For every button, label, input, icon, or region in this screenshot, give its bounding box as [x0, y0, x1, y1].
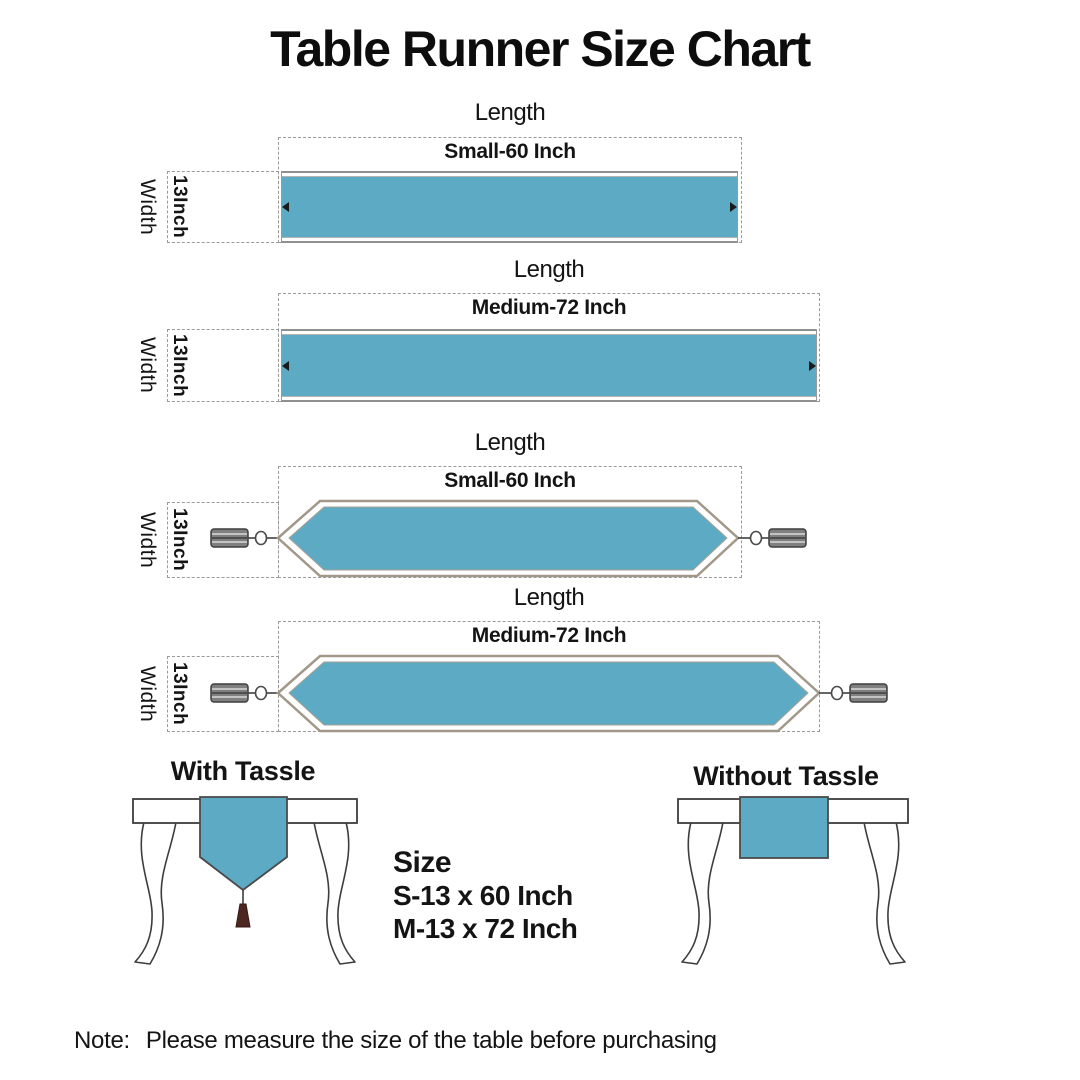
tassel-right-icon — [819, 683, 888, 703]
length-label: Length — [513, 256, 585, 283]
width-value-label: 13Inch — [169, 662, 190, 726]
width-value-label: 13Inch — [169, 175, 190, 239]
length-label: Length — [513, 584, 585, 611]
width-label: Width — [136, 178, 159, 236]
size-option: S-13 x 60 Inch — [393, 880, 573, 911]
table-legs — [134, 821, 356, 965]
size-heading: Size — [393, 846, 452, 879]
tassel-left-icon — [210, 528, 278, 548]
page-title: Table Runner Size Chart — [270, 21, 811, 77]
table-with-tassle-illustration — [132, 796, 358, 965]
width-label: Width — [136, 665, 159, 723]
with-tassle-heading: With Tassle — [170, 756, 316, 786]
dimension-arrow-right-icon — [809, 360, 816, 371]
without-tassle-heading: Without Tassle — [693, 761, 879, 791]
width-value-label: 13Inch — [169, 508, 190, 572]
size-label: Medium-72 Inch — [471, 624, 627, 647]
pointed-runner-illustration — [210, 654, 888, 733]
runner-hexagon — [276, 654, 821, 733]
width-label: Width — [136, 511, 159, 569]
table-legs — [681, 821, 906, 965]
tassel-left-icon — [210, 683, 278, 703]
dimension-arrow-right-icon — [730, 202, 737, 212]
runner-rectangle — [281, 171, 738, 243]
width-dimension-box — [167, 171, 279, 243]
table-without-tassle-illustration — [677, 796, 909, 965]
note-label: Note: — [74, 1027, 130, 1054]
width-label: Width — [136, 337, 159, 394]
mini-tassel-icon — [235, 890, 251, 928]
tassel-right-icon — [738, 528, 807, 548]
width-value-label: 13Inch — [169, 333, 190, 398]
note: Note: Please measure the size of the tabl… — [74, 1027, 717, 1055]
size-summary: Size S-13 x 60 Inch M-13 x 72 Inch — [393, 846, 578, 945]
runner-drape-pointed — [199, 796, 288, 892]
length-label: Length — [474, 429, 546, 456]
runner-drape-flat — [739, 796, 829, 859]
note-text: Please measure the size of the table bef… — [145, 1027, 717, 1054]
size-label: Small-60 Inch — [444, 140, 576, 163]
pointed-runner-illustration — [210, 499, 807, 578]
width-dimension-box — [167, 329, 279, 402]
runner-rectangle — [281, 329, 817, 402]
length-label: Length — [474, 99, 546, 126]
dimension-arrow-left-icon — [282, 202, 289, 212]
dimension-arrow-left-icon — [282, 360, 289, 371]
size-label: Small-60 Inch — [444, 469, 576, 492]
runner-hexagon — [276, 499, 740, 578]
size-label: Medium-72 Inch — [471, 296, 627, 319]
size-option: M-13 x 72 Inch — [393, 913, 578, 944]
